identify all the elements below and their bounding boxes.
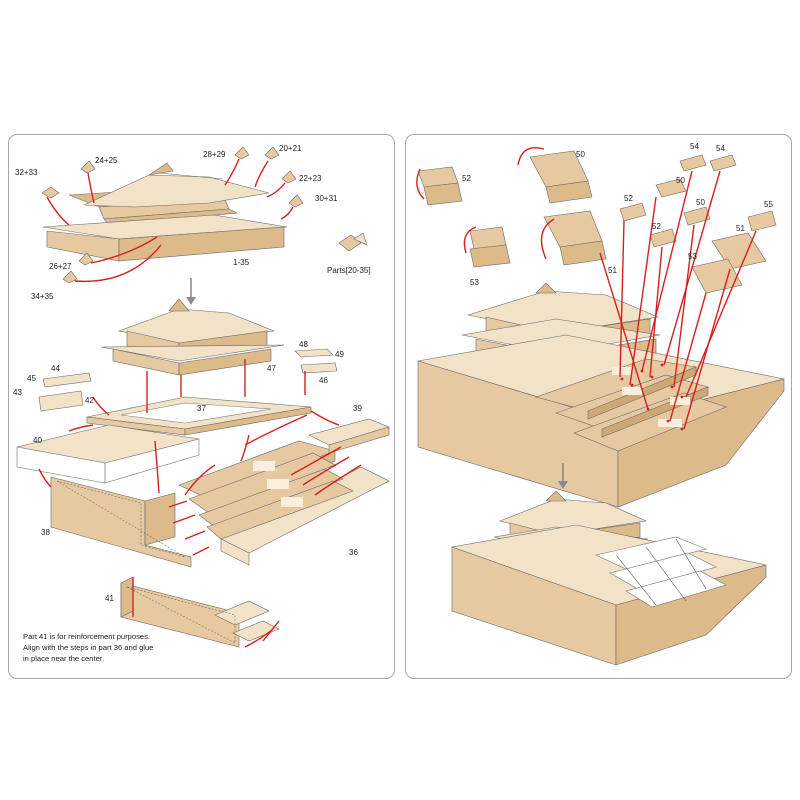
label-55: 55	[764, 200, 773, 209]
label-51-b: 51	[736, 224, 745, 233]
roof-assembly	[42, 162, 288, 262]
stair-highlights	[253, 461, 303, 507]
label-32-33: 32+33	[15, 168, 38, 177]
label-30-31: 30+31	[315, 194, 338, 203]
label-47: 47	[267, 364, 276, 373]
label-26-27: 26+27	[49, 262, 72, 271]
left-assembly-diagram: 32+33 24+25 28+29 20+21 22+23 30+31 26+2…	[13, 144, 390, 648]
label-38: 38	[41, 528, 50, 537]
label-34-35: 34+35	[31, 292, 54, 301]
label-54-b: 54	[716, 144, 725, 153]
label-41: 41	[105, 594, 114, 603]
note-line-3: in place near the center.	[23, 654, 105, 663]
hall-middle-model	[86, 298, 312, 436]
label-50-a: 50	[576, 150, 585, 159]
label-53-a: 53	[470, 278, 479, 287]
roof-corner-pieces	[619, 154, 777, 294]
label-36: 36	[349, 548, 358, 557]
roof-arrows	[46, 158, 294, 283]
label-50-b: 50	[676, 176, 685, 185]
label-28-29: 28+29	[203, 150, 226, 159]
label-52-b: 52	[624, 194, 633, 203]
flow-arrow-down-1	[186, 278, 196, 305]
label-42: 42	[85, 396, 94, 405]
label-54-a: 54	[690, 142, 699, 151]
right-instruction-panel: 52 50 53 51 54 54 50 52 50 52 55 51 53	[405, 134, 792, 679]
side-small-parts	[38, 348, 338, 412]
label-52-c: 52	[652, 222, 661, 231]
note-line-2: Align with the steps in part 36 and glue	[23, 643, 154, 652]
base-box	[16, 424, 200, 568]
label-20-21: 20+21	[279, 144, 302, 153]
label-43: 43	[13, 388, 22, 397]
assembly-arrows	[38, 359, 362, 648]
label-52-a: 52	[462, 174, 471, 183]
stair-arrows	[599, 170, 757, 430]
folded-parts	[416, 147, 607, 268]
label-39: 39	[353, 404, 362, 413]
label-22-23: 22+23	[299, 174, 322, 183]
label-45: 45	[27, 374, 36, 383]
label-44: 44	[51, 364, 60, 373]
label-37: 37	[197, 404, 206, 413]
label-49: 49	[335, 350, 344, 359]
staircase-base	[178, 418, 390, 566]
flow-arrow-down-2	[558, 463, 568, 489]
label-50-c: 50	[696, 198, 705, 207]
reinforcement-note: Part 41 is for reinforcement purposes. A…	[23, 631, 213, 664]
right-assembly-diagram: 52 50 53 51 54 54 50 52 50 52 55 51 53	[416, 142, 785, 666]
small-parts	[41, 146, 368, 284]
left-instruction-panel: 32+33 24+25 28+29 20+21 22+23 30+31 26+2…	[8, 134, 395, 679]
label-53-b: 53	[688, 252, 697, 261]
label-46: 46	[319, 376, 328, 385]
final-model	[450, 490, 767, 666]
label-51-a: 51	[608, 266, 617, 275]
label-parts-20-35: Parts[20-35]	[327, 266, 371, 275]
label-40: 40	[33, 436, 42, 445]
hall-stairs-model	[417, 282, 785, 508]
label-48: 48	[299, 340, 308, 349]
note-line-1: Part 41 is for reinforcement purposes.	[23, 632, 151, 641]
label-24-25: 24+25	[95, 156, 118, 165]
reinforcement-part	[120, 576, 280, 648]
label-1-35: 1-35	[233, 258, 250, 267]
